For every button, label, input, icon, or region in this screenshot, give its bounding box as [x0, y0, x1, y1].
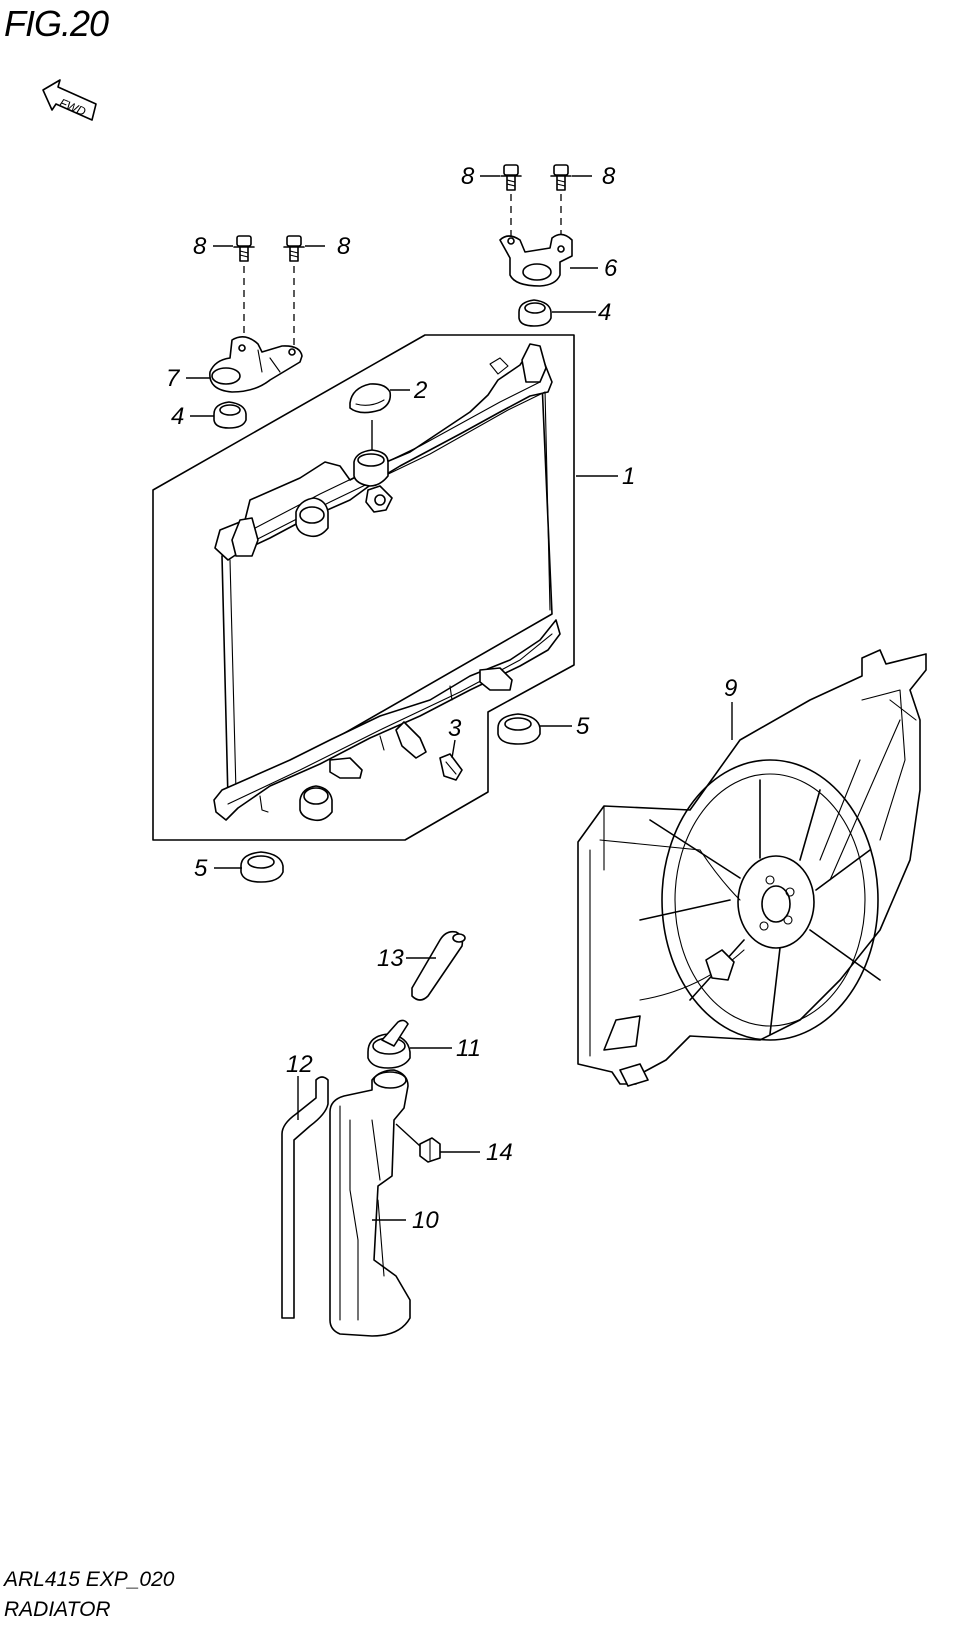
reservoir-tank-10 [329, 1069, 411, 1337]
cushion-5-left [240, 851, 284, 883]
callout-5: 5 [194, 855, 208, 882]
callout-13: 13 [377, 945, 404, 972]
bracket-6 [499, 233, 573, 287]
callout-8: 8 [337, 233, 351, 260]
callout-2: 2 [413, 377, 427, 404]
callout-5: 5 [576, 713, 590, 740]
hose-13 [411, 930, 466, 1001]
bolt-8-upper-right-b [550, 164, 572, 191]
bolt-8-upper-left-a [233, 235, 255, 262]
reservoir-cap-11 [367, 1019, 411, 1069]
drain-plug-3 [439, 753, 463, 781]
radiator-cap-2 [349, 383, 392, 414]
callout-8: 8 [602, 163, 616, 190]
diagram-code: ARL415 EXP_020 [2, 1568, 175, 1591]
callout-9: 9 [724, 675, 737, 702]
cushion-4-left [213, 401, 247, 429]
callout-7: 7 [166, 365, 181, 392]
leader-line [451, 739, 456, 759]
fwd-arrow-icon: FWD [42, 79, 97, 121]
callout-8: 8 [461, 163, 475, 190]
callout-14: 14 [486, 1139, 513, 1166]
bolt-8-upper-left-b [283, 235, 305, 262]
callout-1: 1 [622, 463, 635, 490]
diagram-name: RADIATOR [4, 1598, 111, 1621]
bolt-14 [419, 1137, 441, 1163]
callout-4: 4 [171, 403, 184, 430]
bolt-8-upper-right-a [500, 164, 522, 191]
callout-11: 11 [456, 1035, 481, 1062]
callout-6: 6 [604, 255, 618, 282]
bracket-7 [209, 336, 303, 393]
cushion-4-right [518, 299, 552, 327]
callout-4: 4 [598, 299, 611, 326]
callout-3: 3 [448, 715, 462, 742]
callout-10: 10 [412, 1207, 439, 1234]
callout-12: 12 [286, 1051, 313, 1078]
radiator-assembly-boundary [152, 334, 575, 841]
leader-line [395, 1123, 421, 1147]
fan-shroud-9 [577, 649, 927, 1087]
callout-8: 8 [193, 233, 207, 260]
figure-title: FIG.20 [4, 3, 109, 44]
cushion-5-right [497, 713, 541, 745]
radiator-1 [213, 343, 561, 822]
hose-12 [281, 1076, 329, 1319]
